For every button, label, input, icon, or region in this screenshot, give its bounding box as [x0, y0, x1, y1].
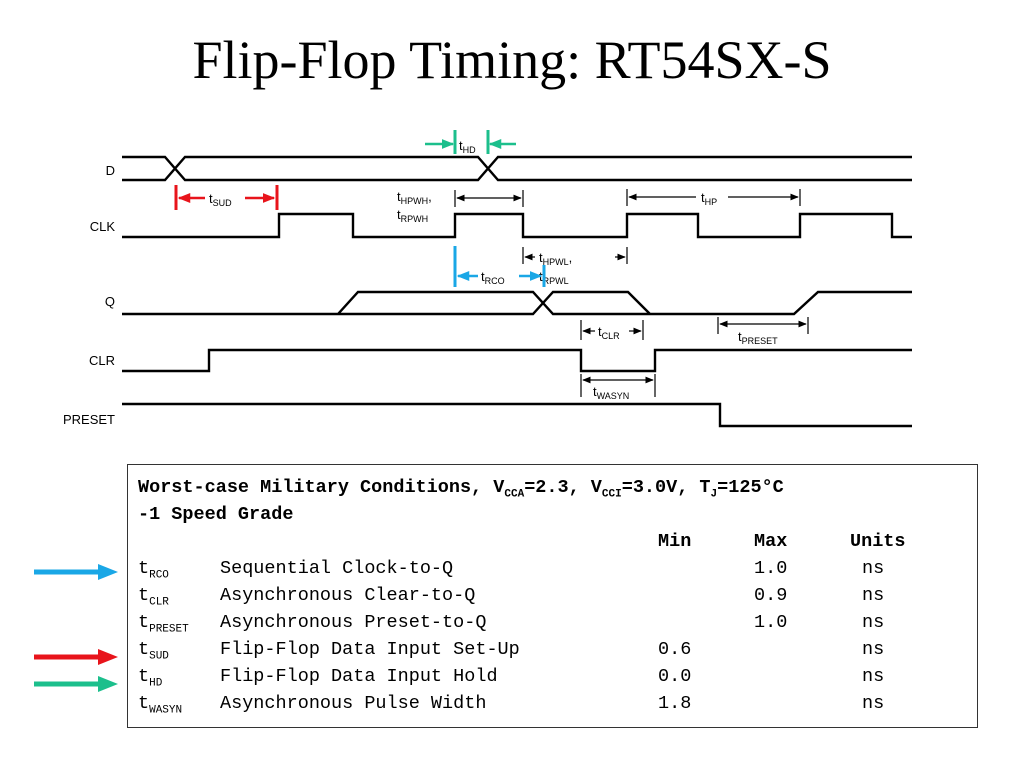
- sud-timing-marker: tSUD: [174, 185, 279, 210]
- speed-grade-line: -1 Speed Grade: [138, 504, 294, 525]
- signal-label-clr: CLR: [89, 353, 115, 368]
- param-symbol: tHD: [138, 666, 163, 690]
- clr-timing-marker: tCLR: [580, 320, 644, 341]
- header-min: Min: [658, 531, 692, 552]
- header-max: Max: [754, 531, 788, 552]
- param-description: Asynchronous Pulse Width: [220, 693, 487, 714]
- param-max: 1.0: [754, 612, 788, 633]
- svg-text:tHPWL,: tHPWL,: [539, 250, 572, 267]
- param-units: ns: [862, 558, 885, 579]
- param-symbol: tPRESET: [138, 612, 189, 636]
- signal-label-q: Q: [105, 294, 115, 309]
- d-waveform: [122, 155, 912, 182]
- clk-waveform: [122, 212, 912, 239]
- param-min: 1.8: [658, 693, 692, 714]
- hd-timing-marker: tHD: [425, 130, 516, 155]
- signal-label-d: D: [106, 163, 115, 178]
- param-min: 0.0: [658, 666, 692, 687]
- signal-label-clk: CLK: [90, 219, 116, 234]
- param-units: ns: [862, 612, 885, 633]
- svg-text:tRCO: tRCO: [481, 269, 505, 286]
- preset-timing-marker: tPRESET: [717, 317, 809, 346]
- header-units: Units: [850, 531, 906, 552]
- rco-timing-marker: tRCO: [453, 246, 546, 287]
- hpwh-timing-marker: tHPWH, tRPWH: [397, 189, 524, 224]
- clr-waveform: [122, 348, 912, 373]
- svg-text:tWASYN: tWASYN: [593, 384, 629, 401]
- sud-indicator-arrow-icon: [34, 649, 118, 665]
- slide-title: Flip-Flop Timing: RT54SX-S: [192, 30, 832, 90]
- hpwl-timing-marker: tHPWL, tRPWL: [522, 247, 628, 286]
- svg-text:tHD: tHD: [459, 138, 476, 155]
- param-description: Asynchronous Clear-to-Q: [220, 585, 476, 606]
- param-description: Asynchronous Preset-to-Q: [220, 612, 487, 633]
- timing-spec-table: Worst-case Military Conditions, VCCA=2.3…: [127, 464, 978, 728]
- svg-text:tCLR: tCLR: [598, 324, 620, 341]
- param-units: ns: [862, 639, 885, 660]
- svg-text:tHP: tHP: [701, 190, 717, 207]
- param-units: ns: [862, 693, 885, 714]
- param-description: Flip-Flop Data Input Set-Up: [220, 639, 520, 660]
- param-max: 1.0: [754, 558, 788, 579]
- svg-text:tHPWH,: tHPWH,: [397, 189, 432, 206]
- param-symbol: tCLR: [138, 585, 169, 609]
- svg-text:tPRESET: tPRESET: [738, 329, 778, 346]
- param-symbol: tSUD: [138, 639, 169, 663]
- preset-waveform: [122, 402, 912, 428]
- wasyn-timing-marker: tWASYN: [580, 374, 656, 401]
- param-symbol: tRCO: [138, 558, 169, 582]
- param-units: ns: [862, 666, 885, 687]
- param-description: Sequential Clock-to-Q: [220, 558, 454, 579]
- hd-indicator-arrow-icon: [34, 676, 118, 692]
- hp-timing-marker: tHP: [626, 189, 801, 207]
- q-waveform: [122, 290, 912, 316]
- rco-indicator-arrow-icon: [34, 564, 118, 580]
- timing-diagram: D CLK Q CLR PRESET tHD tSUD tHPWH, tRPWH: [63, 130, 912, 428]
- svg-text:tSUD: tSUD: [209, 191, 232, 208]
- param-description: Flip-Flop Data Input Hold: [220, 666, 498, 687]
- param-symbol: tWASYN: [138, 693, 183, 717]
- param-max: 0.9: [754, 585, 788, 606]
- svg-text:tRPWH: tRPWH: [397, 207, 428, 224]
- conditions-line: Worst-case Military Conditions, VCCA=2.3…: [138, 477, 784, 501]
- param-min: 0.6: [658, 639, 692, 660]
- param-units: ns: [862, 585, 885, 606]
- signal-label-preset: PRESET: [63, 412, 115, 427]
